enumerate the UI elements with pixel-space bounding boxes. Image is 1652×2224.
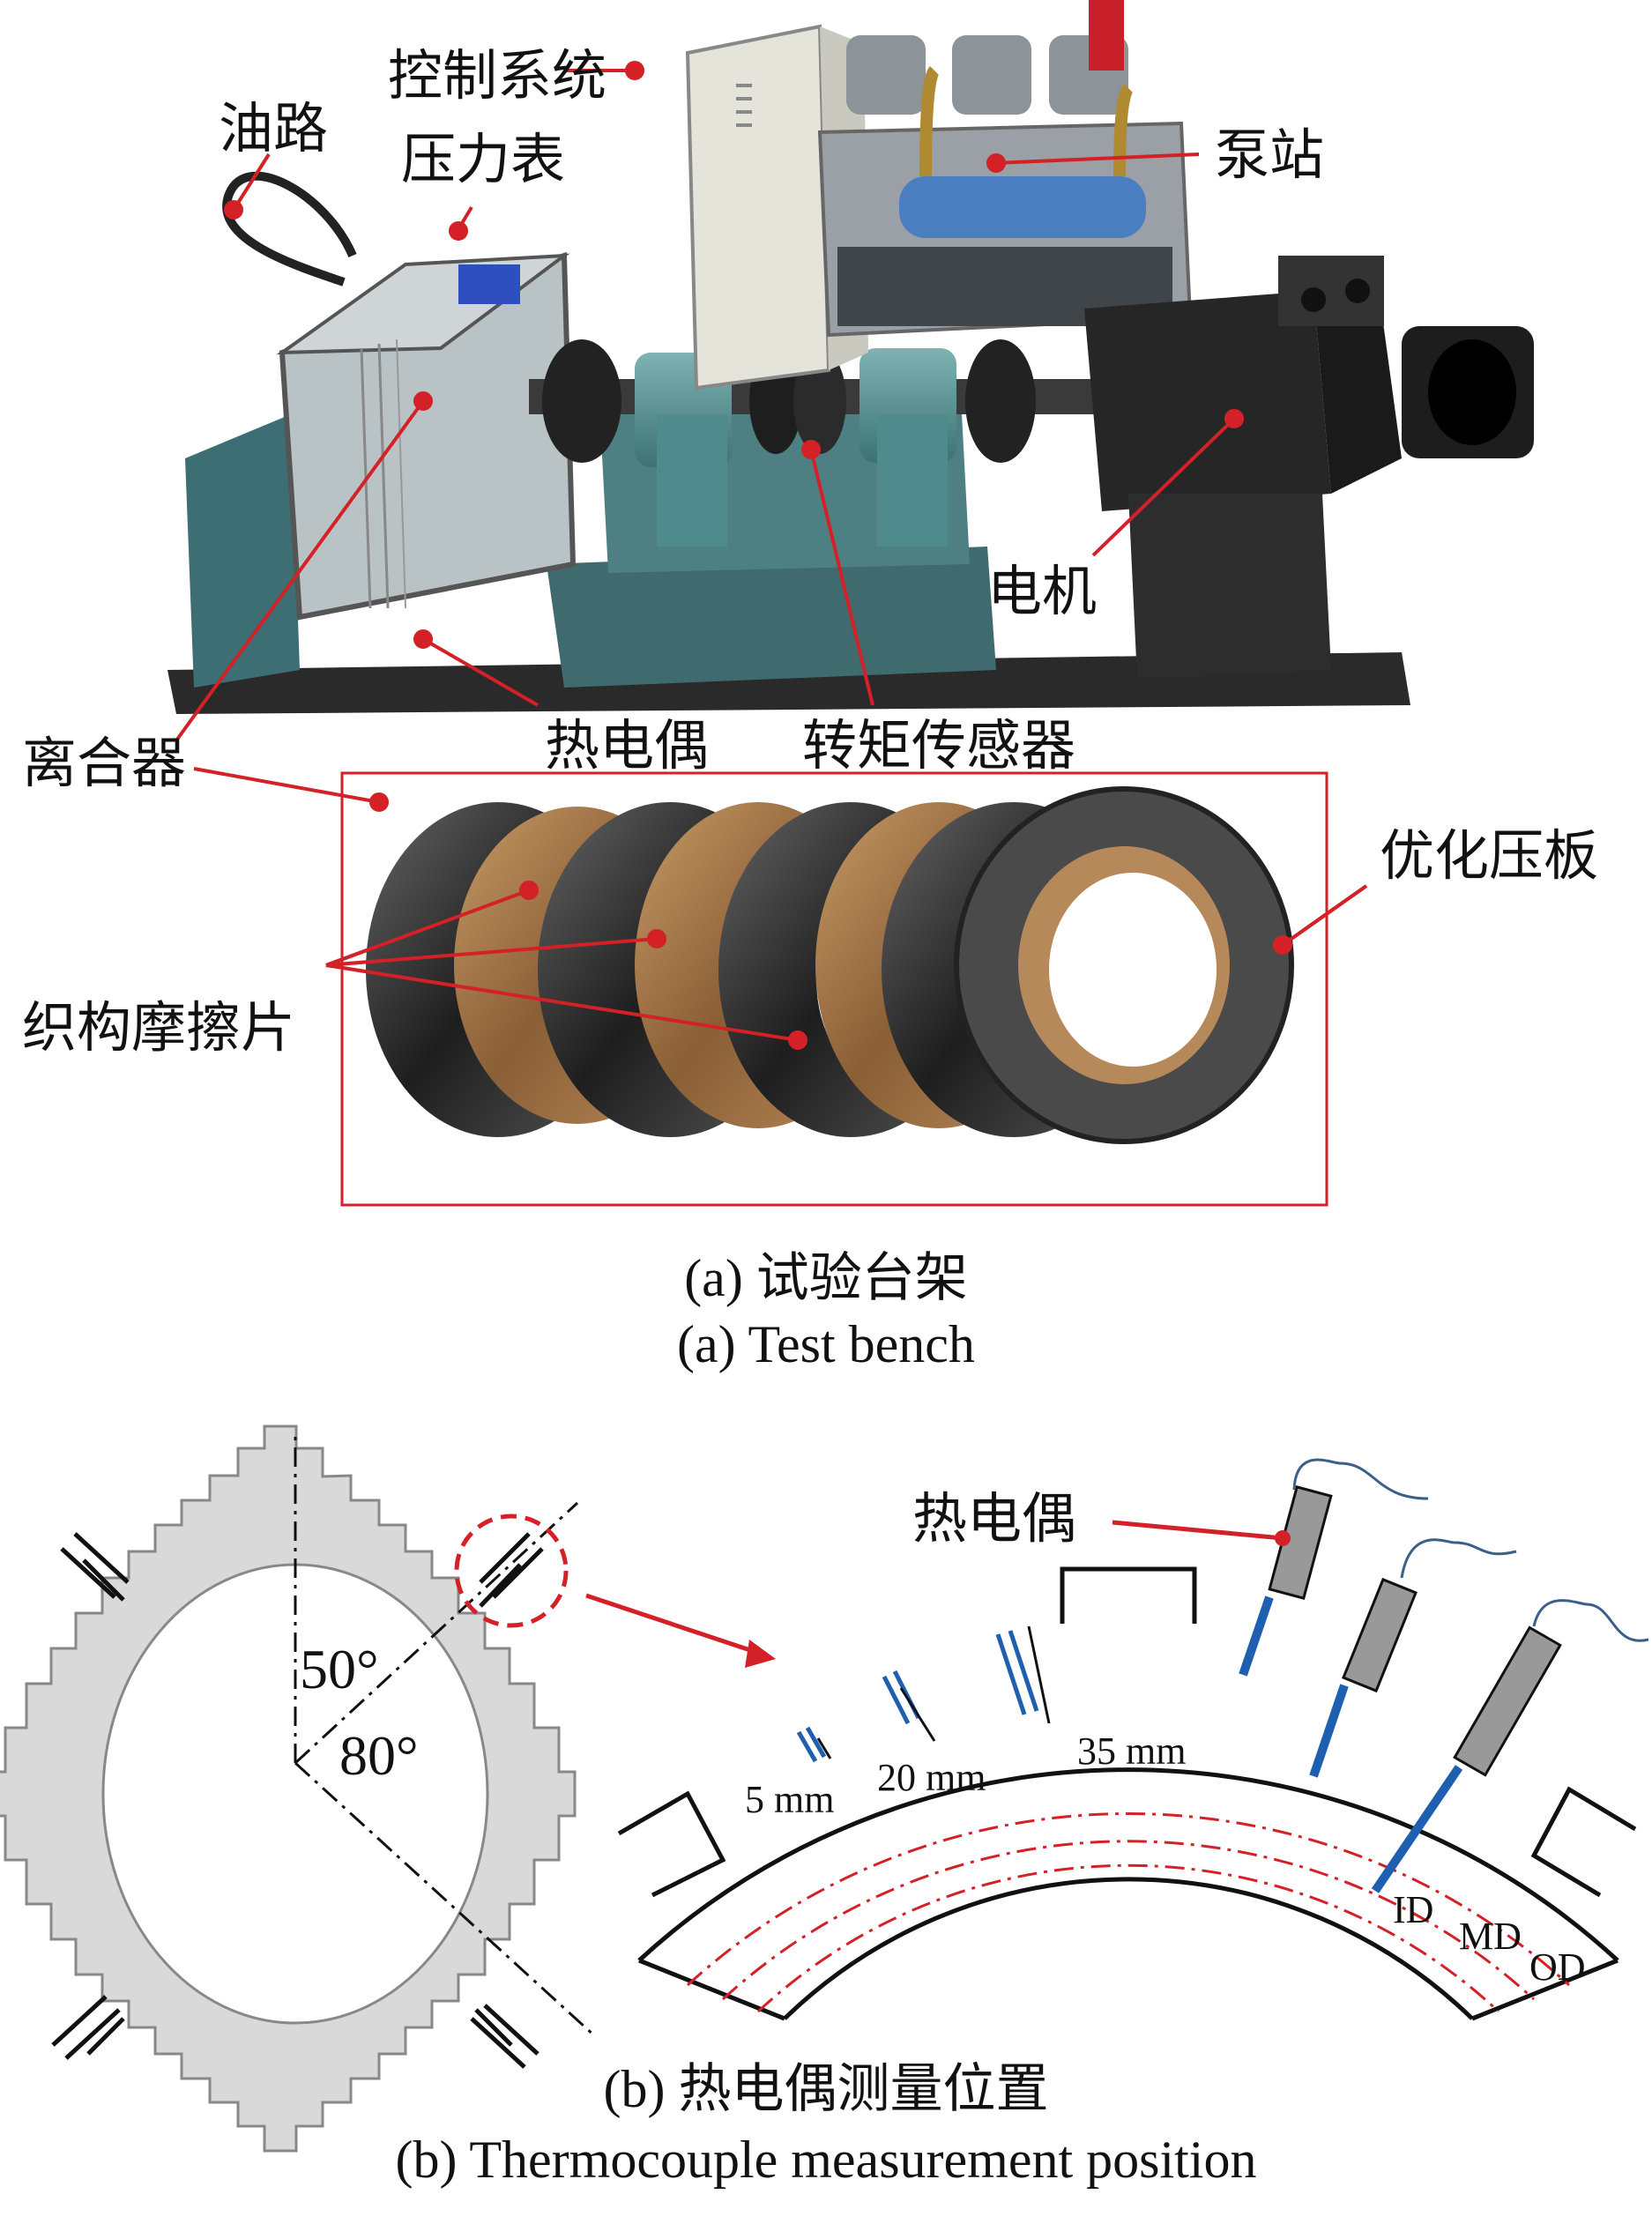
- label-id: ID: [1393, 1888, 1434, 1931]
- label-clutch: 离合器: [22, 731, 187, 795]
- test-bench-illustration: [167, 0, 1534, 1207]
- disc-thermocouple-markers: [51, 1532, 544, 2069]
- arrow-head: [745, 1640, 776, 1668]
- caption-b-cn: (b) 热电偶测量位置: [603, 2060, 1049, 2118]
- toothed-disc: [0, 1424, 577, 2153]
- angle-lines: [294, 1432, 597, 2038]
- disc-stack: [325, 786, 1368, 1144]
- pump-station: [817, 0, 1193, 338]
- angle-80: 80°: [339, 1724, 419, 1787]
- thermocouple-callout-dot: [1275, 1530, 1291, 1546]
- highlight-circle: [454, 1514, 569, 1628]
- caption-b-en: (b) Thermocouple measurement position: [395, 2131, 1257, 2189]
- label-control-system: 控制系统: [388, 43, 607, 108]
- label-thermocouple-b: 热电偶: [912, 1486, 1077, 1551]
- thermocouple-callout: [1112, 1520, 1284, 1541]
- thermocouple-wires: [1292, 1458, 1649, 1642]
- dimension-arrows: [816, 1625, 1051, 1759]
- radius-guides: [686, 1812, 1571, 2013]
- label-pressure-gauge: 压力表: [401, 127, 566, 191]
- oil-hose: [222, 171, 357, 286]
- label-motor: 电机: [987, 559, 1098, 623]
- thermocouple-probes: [1239, 1485, 1562, 1893]
- angle-50: 50°: [300, 1638, 379, 1700]
- dim-35mm: 35 mm: [1077, 1729, 1187, 1773]
- label-torque-sensor: 转矩传感器: [802, 713, 1076, 777]
- arc-segment: [617, 1566, 1637, 2021]
- label-oil-line: 油路: [219, 96, 329, 160]
- label-optimized-plate: 优化压板: [1380, 823, 1599, 888]
- motor: [1084, 256, 1534, 679]
- dim-5mm: 5 mm: [745, 1778, 835, 1821]
- caption-a-cn: (a) 试验台架: [684, 1249, 968, 1307]
- caption-a-en: (a) Test bench: [677, 1315, 975, 1373]
- embedded-probes: [796, 1630, 1039, 1763]
- optimized-pressure-plate: [954, 786, 1294, 1144]
- label-md: MD: [1459, 1915, 1522, 1958]
- dim-20mm: 20 mm: [877, 1756, 986, 1799]
- disc-photo-frame: [340, 771, 1328, 1207]
- highlight-arrow: [585, 1593, 759, 1655]
- label-od: OD: [1529, 1945, 1586, 1989]
- clutch-housing: [185, 251, 577, 688]
- label-textured-friction-disc: 织构摩擦片: [22, 995, 296, 1060]
- label-thermocouple-a: 热电偶: [545, 713, 710, 777]
- label-pump-station: 泵站: [1215, 123, 1325, 187]
